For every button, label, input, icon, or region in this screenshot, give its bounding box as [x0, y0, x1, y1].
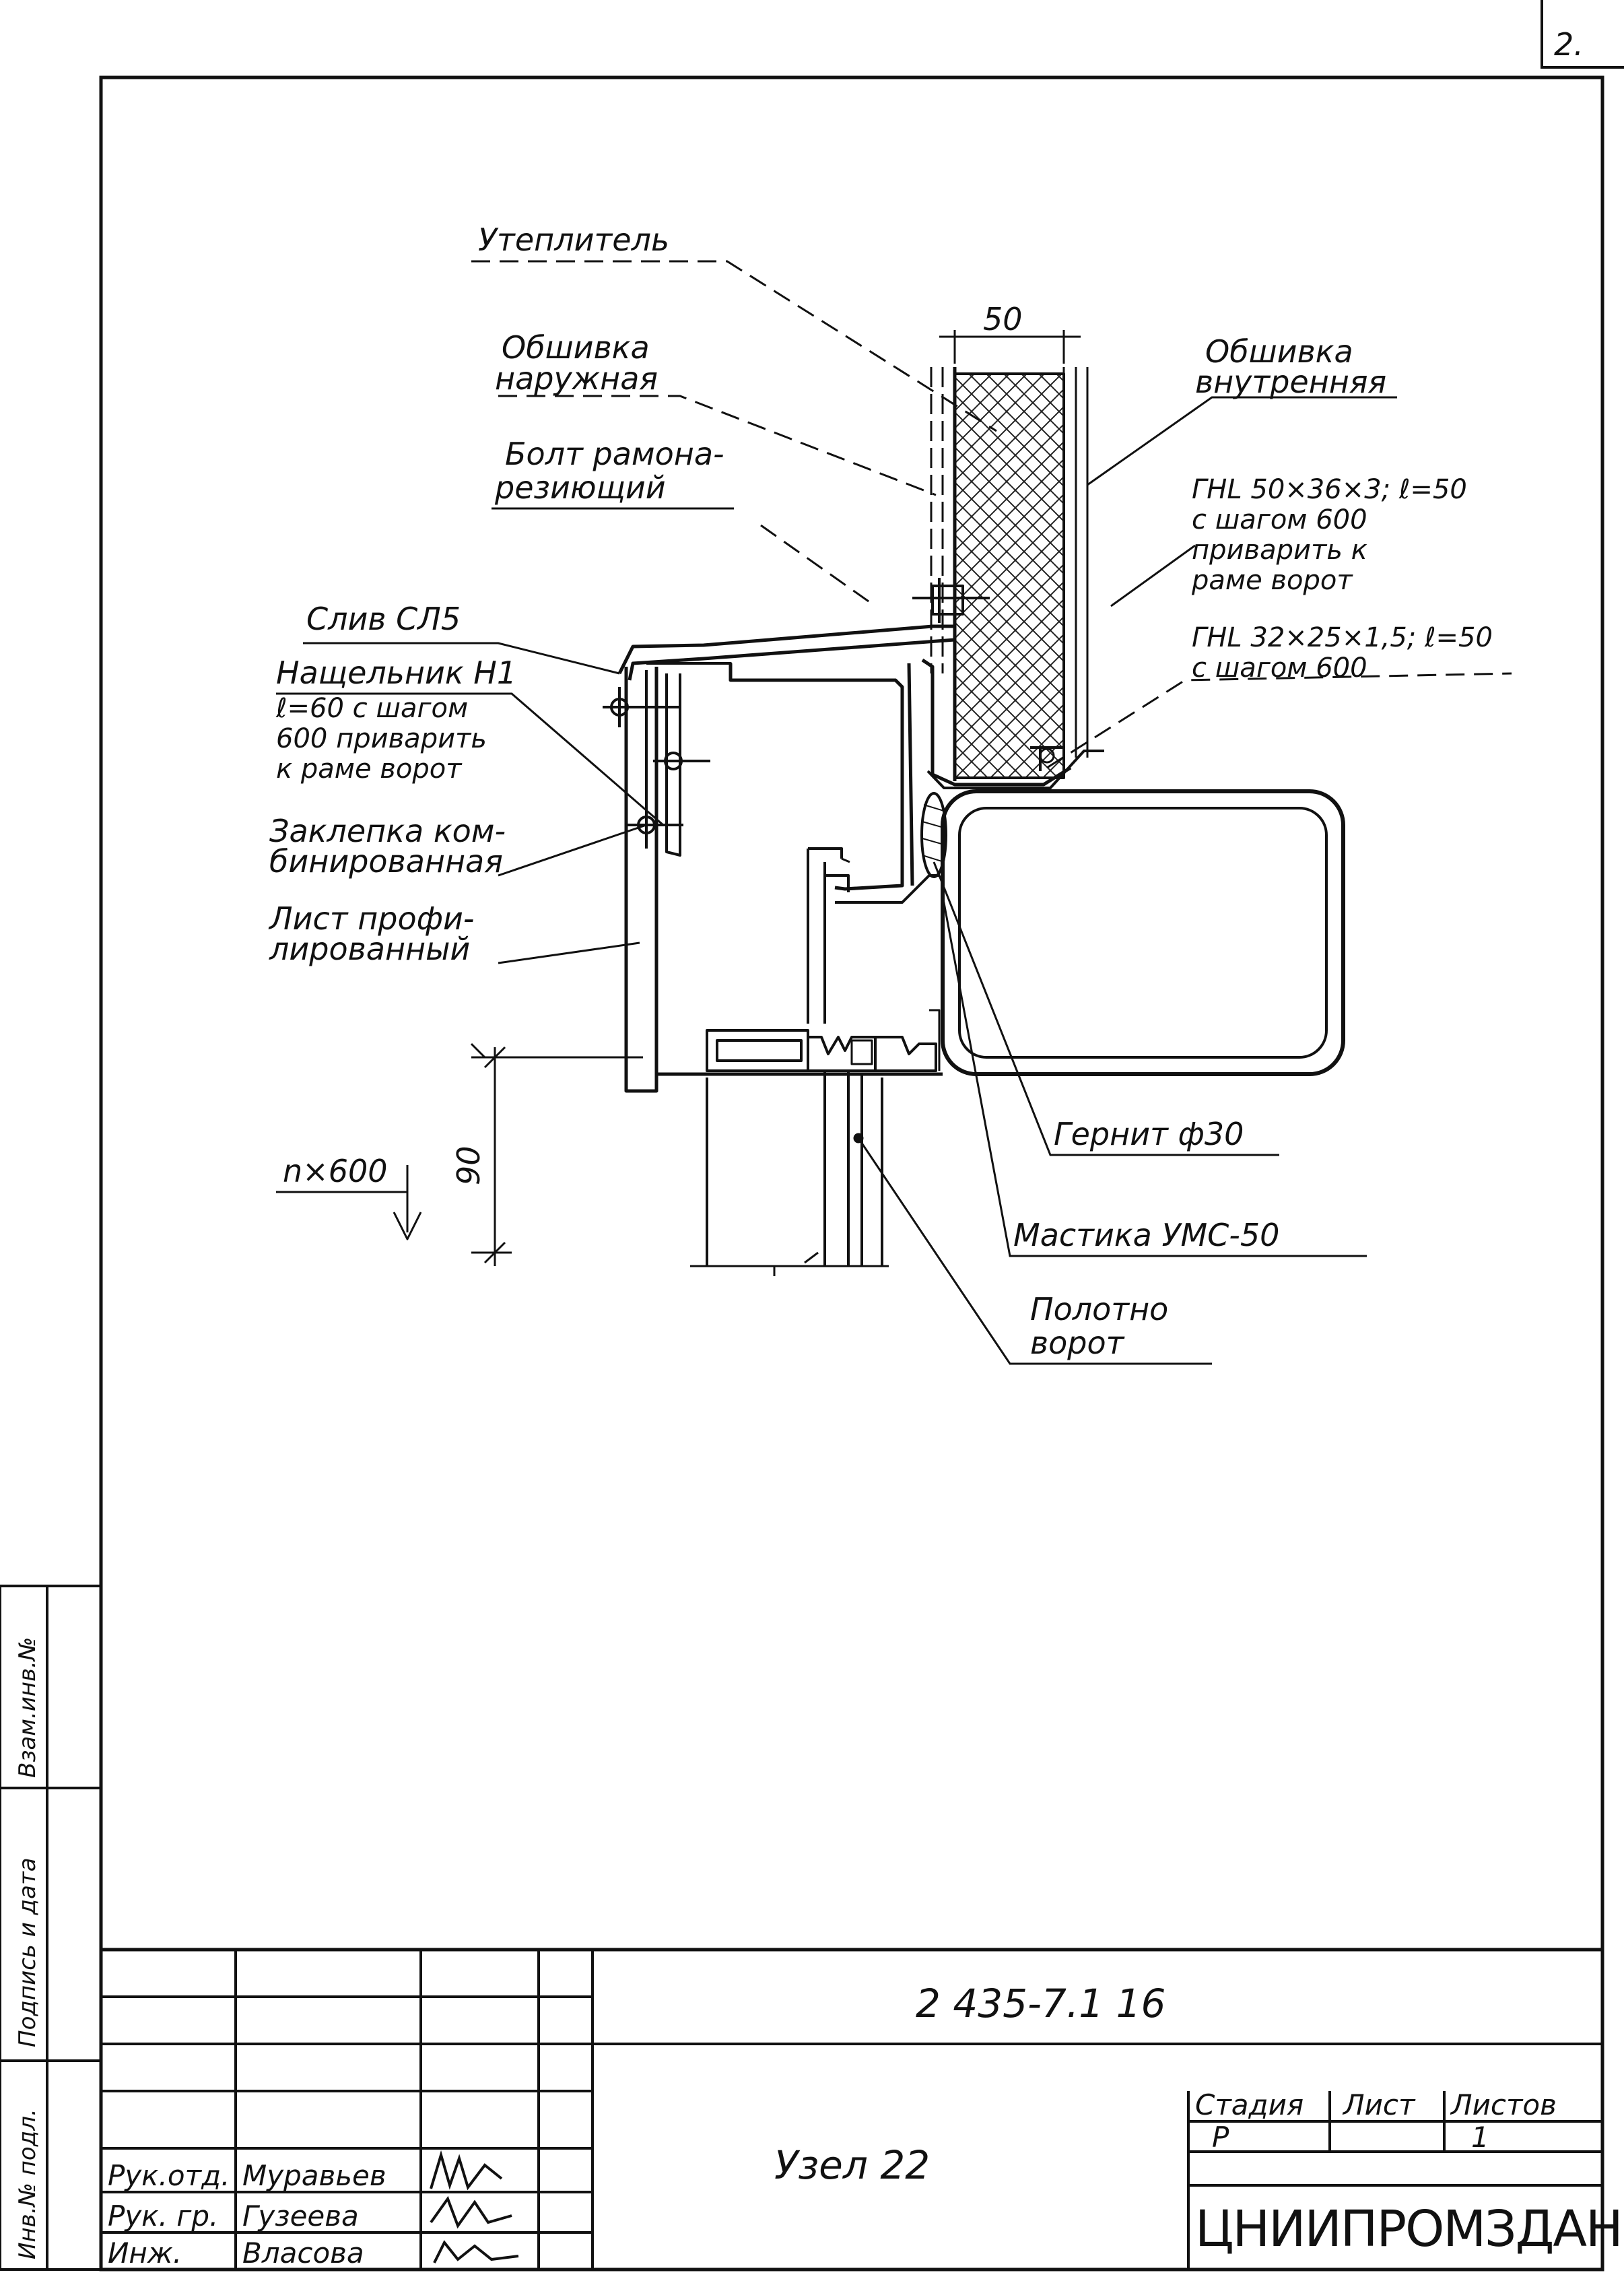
signature-1: [430, 2150, 503, 2191]
value-sheet: 1: [1471, 2121, 1489, 2154]
drip-flashing: [617, 624, 955, 681]
label-angle1-1: ГНL 50×36×3; ℓ=50: [1192, 474, 1467, 505]
door-leaf: [706, 1071, 883, 1266]
label-drip: Слив СЛ5: [306, 601, 461, 637]
row-role-1: Рук.отд.: [108, 2159, 230, 2192]
step-arrow: [276, 1165, 422, 1240]
head-stage: Стадия: [1195, 2088, 1304, 2121]
label-insulation: Утеплитель: [478, 222, 669, 258]
label-leaf-2: ворот: [1030, 1325, 1125, 1361]
sheet-corner-number: 2.: [1554, 26, 1584, 63]
label-rivet-1: Заклепка ком-: [269, 813, 506, 849]
label-bolt-1: Болт рамона-: [505, 436, 724, 472]
label-dim-90: 90: [450, 1146, 487, 1185]
side-stamp-signature-date: Подпись и дата: [14, 1857, 41, 2047]
row-name-3: Власова: [242, 2237, 364, 2270]
dimension-90: [471, 1046, 643, 1266]
label-angle2-1: ГНL 32×25×1,5; ℓ=50: [1192, 622, 1493, 653]
label-dim-step: n×600: [283, 1153, 388, 1189]
leader-lines: [276, 260, 1512, 1365]
side-stamp-replaces-inv: Взам.инв.№: [14, 1637, 41, 1778]
section-drawing: [276, 330, 1345, 1276]
label-gernit: Гернит ф30: [1054, 1116, 1244, 1152]
label-mastic: Мастика УМС-50: [1013, 1217, 1279, 1253]
insulation-block: [953, 372, 1065, 779]
label-strip-1: Нащельник Н1: [276, 655, 516, 691]
title-block-text: 2 435-7.1 16 Узел 22 ЦНИИПРОМЗДАНИЙ Стад…: [108, 1981, 1624, 2270]
org-name: ЦНИИПРОМЗДАНИЙ: [1195, 2199, 1624, 2258]
callout-labels: Утеплитель Обшивка наружная Болт рамона-…: [268, 222, 1493, 1361]
signature-3: [433, 2240, 519, 2263]
label-dim-50: 50: [983, 301, 1023, 337]
bottom-rail: [706, 1029, 809, 1072]
head-sheets: Листов: [1450, 2088, 1557, 2121]
row-name-1: Муравьев: [242, 2159, 386, 2192]
label-outer-cladding-2: наружная: [495, 360, 658, 397]
label-angle1-3: приварить к: [1192, 535, 1367, 566]
door-leaf-frame: [941, 789, 1345, 1076]
bolt-fastener: [912, 578, 990, 623]
label-sheet-1: Лист профи-: [268, 900, 474, 937]
label-outer-cladding-1: Обшивка: [502, 329, 650, 366]
profiled-sheet: [624, 667, 658, 1093]
label-inner-cladding-1: Обшивка: [1205, 333, 1353, 370]
label-leaf-1: Полотно: [1030, 1291, 1168, 1327]
side-stamp: [0, 1585, 102, 2271]
outer-cladding: [930, 367, 944, 673]
label-sheet-2: лированный: [269, 931, 470, 967]
title-block: [99, 1948, 1604, 2272]
signatures: [430, 2150, 519, 2263]
head-sheet: Лист: [1342, 2088, 1416, 2121]
label-angle2-2: с шагом 600: [1192, 653, 1367, 684]
label-strip-3: 600 приварить: [276, 723, 487, 754]
row-name-2: Гузеева: [242, 2199, 359, 2232]
door-z-profile: [807, 847, 939, 1024]
gate-frame-profile: [729, 658, 1072, 891]
gernit-seal: [920, 792, 947, 878]
label-bolt-2: резиющий: [494, 469, 666, 506]
label-inner-cladding-2: внутренняя: [1195, 364, 1386, 400]
label-angle1-4: раме ворот: [1191, 565, 1353, 596]
doc-number: 2 435-7.1 16: [916, 1981, 1165, 2026]
signature-2: [430, 2195, 512, 2229]
value-stage: Р: [1212, 2121, 1229, 2154]
row-role-3: Инж.: [108, 2237, 182, 2270]
dimension-50: [939, 330, 1081, 364]
side-stamp-inv-number: Инв.№ подл.: [14, 2109, 41, 2259]
label-strip-4: к раме ворот: [276, 754, 463, 785]
label-strip-2: ℓ=60 с шагом: [275, 693, 468, 724]
label-rivet-2: бинированная: [269, 843, 503, 880]
label-angle1-2: с шагом 600: [1192, 504, 1367, 535]
drawing-title: Узел 22: [774, 2142, 930, 2188]
row-role-2: Рук. гр.: [108, 2199, 218, 2232]
